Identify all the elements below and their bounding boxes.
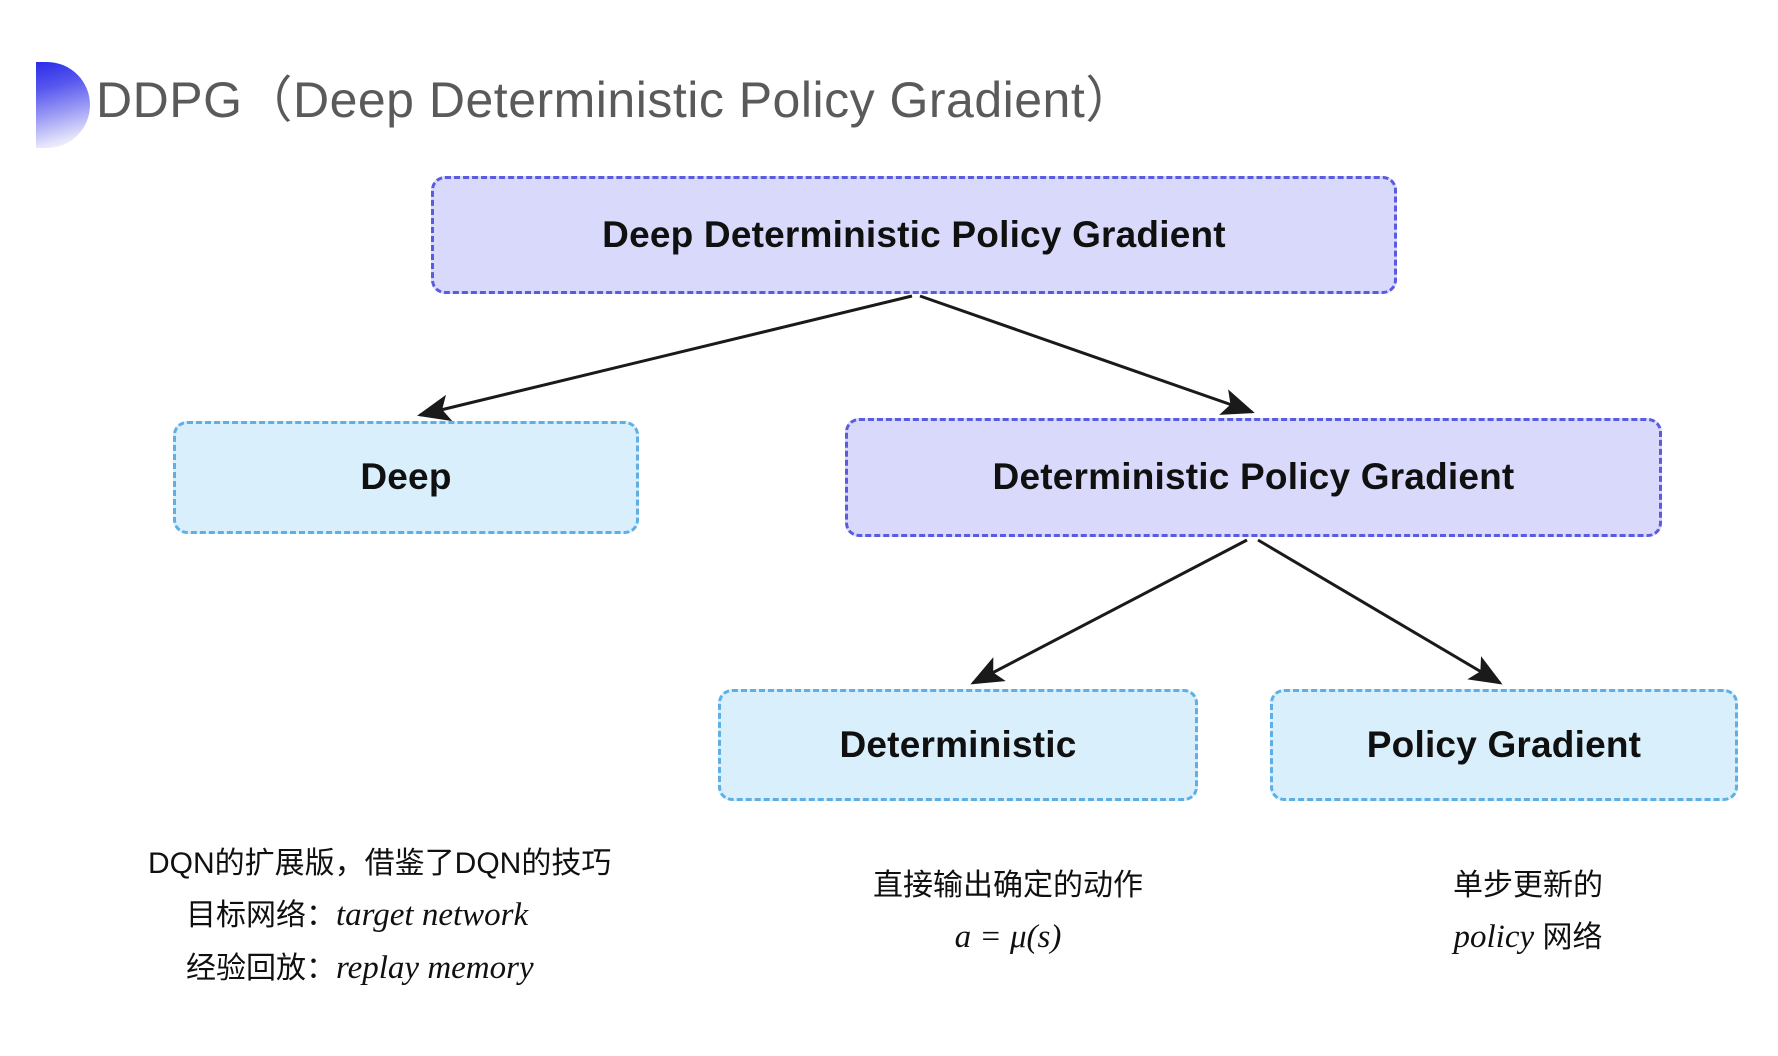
edge-root-to-dpg bbox=[919, 294, 1255, 415]
caption-deterministic-formula: a = μ(s) bbox=[954, 918, 1062, 955]
caption-policy-gradient: 单步更新的 policy 网络 bbox=[1408, 862, 1648, 964]
node-root[interactable]: Deep Deterministic Policy Gradient bbox=[431, 176, 1397, 294]
gradient-half-circle-icon bbox=[36, 62, 90, 148]
caption-deterministic-line-1: 直接输出确定的动作 bbox=[873, 869, 1143, 902]
caption-policy-gradient-line-2: policy 网络 bbox=[1408, 911, 1648, 964]
node-deterministic[interactable]: Deterministic bbox=[718, 689, 1198, 801]
caption-deep-line-3-term: replay memory bbox=[336, 950, 534, 987]
caption-deep-line-2-label: 目标网络： bbox=[186, 898, 336, 932]
node-deep[interactable]: Deep bbox=[173, 421, 639, 534]
page-title: DDPG（Deep Deterministic Policy Gradient） bbox=[96, 72, 1136, 128]
caption-deep-line-1: DQN的扩展版，借鉴了DQN的技巧 bbox=[148, 847, 612, 880]
node-deterministic-policy-gradient[interactable]: Deterministic Policy Gradient bbox=[845, 418, 1662, 537]
node-policy-gradient[interactable]: Policy Gradient bbox=[1270, 689, 1738, 801]
caption-deep-line-2-term: target network bbox=[336, 896, 529, 933]
caption-deep-line-3: 经验回放：replay memory bbox=[148, 942, 611, 995]
edge-dpg-to-deterministic bbox=[970, 538, 1248, 685]
edge-dpg-to-policy-gradient bbox=[1257, 538, 1503, 685]
caption-policy-gradient-term: policy bbox=[1453, 918, 1535, 955]
caption-policy-gradient-line-1: 单步更新的 bbox=[1453, 869, 1603, 902]
caption-policy-gradient-suffix: 网络 bbox=[1534, 920, 1603, 954]
caption-deterministic: 直接输出确定的动作 a = μ(s) bbox=[848, 862, 1168, 964]
caption-deep: DQN的扩展版，借鉴了DQN的技巧 目标网络：target network 经验… bbox=[148, 840, 611, 996]
caption-deep-line-3-label: 经验回放： bbox=[186, 952, 336, 986]
caption-deep-line-2: 目标网络：target network bbox=[148, 889, 611, 942]
edge-root-to-deep bbox=[417, 294, 913, 422]
